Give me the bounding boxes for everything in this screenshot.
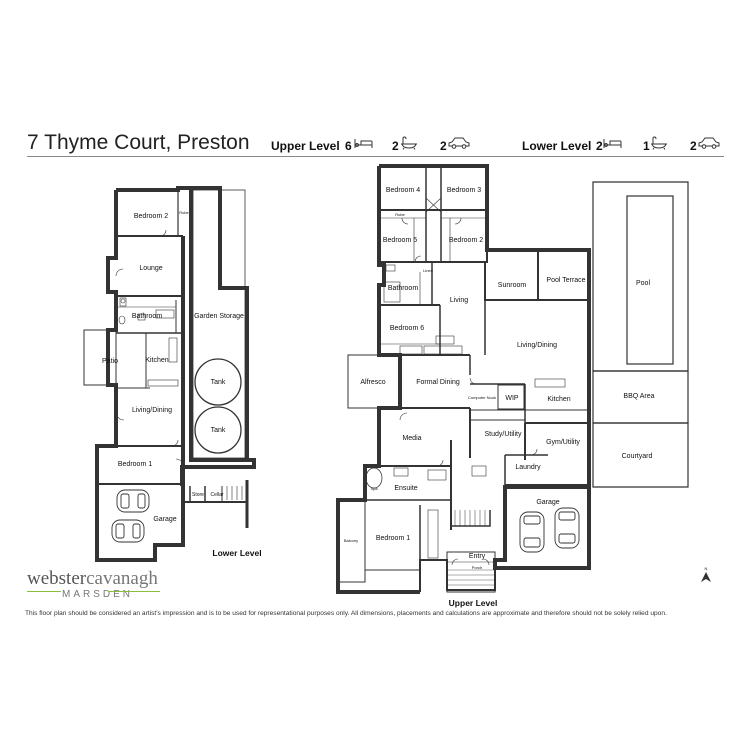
room-label: Tank (211, 427, 226, 434)
room-label: Patio (102, 358, 118, 365)
logo-cavanagh: cavanagh (86, 568, 158, 589)
room-label: Tank (211, 379, 226, 386)
room-label: Living/Dining (517, 342, 557, 349)
bed-icon (354, 139, 373, 148)
room-label: Living (450, 297, 468, 304)
room-label: Media (402, 435, 421, 442)
room-label: Bedroom 6 (390, 325, 424, 332)
lower-bath-count: 1 (643, 139, 650, 153)
room-label: Kitchen (547, 396, 570, 403)
room-label: BBQ Area (623, 393, 654, 400)
upper-bed-count: 6 (345, 139, 352, 153)
room-label: Garage (153, 516, 176, 523)
room-label: Alfresco (360, 379, 385, 386)
north-arrow-icon (701, 572, 711, 582)
room-label: Robe (395, 212, 405, 217)
room-label: Bathroom (388, 285, 419, 292)
disclaimer-text: This floor plan should be considered an … (25, 610, 667, 617)
room-label: Laundry (515, 464, 541, 471)
room-label: Cellar (210, 492, 223, 498)
room-label: Pool Terrace (546, 277, 585, 284)
lower-car-count: 2 (690, 139, 697, 153)
room-label: Entry (469, 553, 486, 560)
room-label: Kitchen (145, 357, 168, 364)
room-label: Bedroom 3 (447, 187, 481, 194)
room-label: Sunroom (498, 282, 527, 289)
property-title: 7 Thyme Court, Preston (27, 131, 250, 154)
upper-room-labels: Bedroom 4 Bedroom 3 Bedroom 5 Bedroom 2 … (344, 187, 655, 608)
upper-bath-count: 2 (392, 139, 399, 153)
lower-level-label: Lower Level (522, 139, 592, 153)
room-label: Store (192, 492, 204, 498)
room-label: Balcony (344, 538, 358, 543)
bath-icon (651, 136, 667, 150)
north-label: N (705, 566, 708, 571)
car-icon (698, 137, 720, 149)
logo-bar (108, 591, 160, 592)
lower-level-plan (83, 186, 256, 562)
room-label: Robe (179, 210, 189, 215)
room-label: Bedroom 1 (376, 535, 410, 542)
upper-level-label: Upper Level (271, 139, 340, 153)
upper-car-count: 2 (440, 139, 447, 153)
room-label: WIP (505, 395, 519, 402)
room-label: Bedroom 4 (386, 187, 420, 194)
upper-level-plan (336, 164, 689, 594)
room-label: Garage (536, 499, 559, 506)
bath-icon (401, 136, 417, 150)
logo-bar (27, 591, 61, 592)
room-label: Linen (423, 268, 433, 273)
room-label: Bedroom 5 (383, 237, 417, 244)
logo-marsden: MARSDEN (62, 589, 134, 600)
room-label: Bedroom 2 (134, 213, 168, 220)
room-label: Bedroom 1 (118, 461, 152, 468)
room-label: Bathroom (132, 313, 163, 320)
room-label: Bedroom 2 (449, 237, 483, 244)
room-label: Formal Dining (416, 379, 460, 386)
lower-level-caption: Lower Level (212, 548, 261, 558)
room-label: Pool (636, 280, 650, 287)
lower-room-labels: Bedroom 2 Robe Lounge Bathroom Patio Kit… (102, 210, 262, 558)
room-label: Study/Utility (485, 431, 522, 438)
room-label: Spa (370, 486, 378, 491)
room-label: Porch (472, 565, 482, 570)
bed-icon (603, 139, 622, 148)
header-divider (27, 156, 724, 157)
car-icon (448, 137, 470, 149)
room-label: Garden Storage (194, 313, 244, 320)
room-label: Gym/Utility (546, 439, 580, 446)
room-label: Computer Nook (468, 395, 496, 400)
room-label: Ensuite (394, 485, 417, 492)
upper-level-caption: Upper Level (449, 598, 498, 608)
room-label: Living/Dining (132, 407, 172, 414)
logo-webster: webster (27, 568, 87, 589)
lower-bed-count: 2 (596, 139, 603, 153)
agency-logo: webstercavanagh (27, 568, 158, 590)
room-label: Lounge (139, 265, 162, 272)
room-label: Courtyard (622, 453, 653, 460)
